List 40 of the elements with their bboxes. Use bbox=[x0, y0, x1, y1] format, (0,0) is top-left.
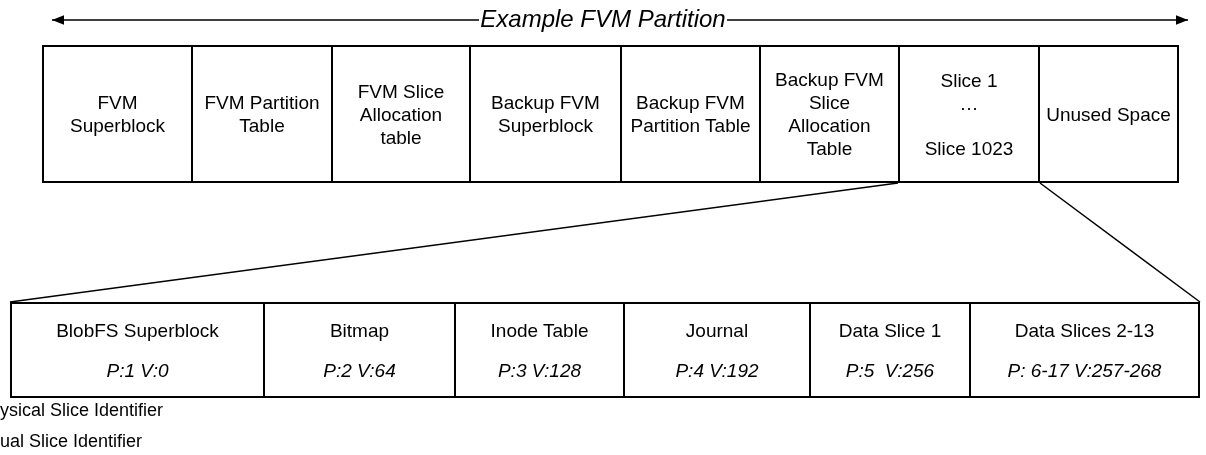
region-label: Slice 1023 bbox=[924, 136, 1014, 160]
partition-region bbox=[42, 45, 193, 183]
region-label: Inode Table bbox=[490, 318, 589, 342]
region-label: FVM Partition Table bbox=[203, 91, 321, 137]
region-label: Slice 1 bbox=[940, 68, 998, 92]
region-label: Data Slice 1 bbox=[838, 318, 942, 342]
region-label: Backup FVM Slice Allocation Table bbox=[774, 68, 885, 160]
slice-region bbox=[10, 302, 265, 398]
legend-note: ual Slice Identifier bbox=[0, 431, 143, 452]
ellipsis-label: … bbox=[959, 91, 979, 115]
partition-region bbox=[469, 45, 622, 183]
region-label: Unused Space bbox=[1046, 102, 1171, 126]
region-label: Journal bbox=[685, 318, 749, 342]
region-label: BlobFS Superblock bbox=[56, 318, 219, 342]
slice-id-label: P:5 V:256 bbox=[845, 358, 935, 382]
zoom-line bbox=[9, 182, 899, 303]
partition-region bbox=[620, 45, 761, 183]
slice-id-label: P:3 V:128 bbox=[497, 358, 582, 382]
region-label: FVM Superblock bbox=[68, 91, 167, 137]
zoom-line bbox=[1039, 182, 1201, 303]
partition-region bbox=[898, 45, 1040, 183]
region-label: Backup FVM Partition Table bbox=[629, 91, 752, 137]
partition-region bbox=[1038, 45, 1179, 183]
partition-region bbox=[331, 45, 471, 183]
slice-id-label: P:2 V:64 bbox=[323, 358, 396, 382]
partition-region bbox=[759, 45, 900, 183]
partition-region bbox=[191, 45, 333, 183]
region-label: FVM Slice Allocation table bbox=[356, 79, 446, 149]
slice-region bbox=[623, 302, 811, 398]
legend-note: ysical Slice Identifier bbox=[0, 400, 164, 421]
region-label: Backup FVM Superblock bbox=[490, 91, 601, 137]
slice-region bbox=[809, 302, 971, 398]
slice-id-label: P:1 V:0 bbox=[106, 358, 169, 382]
slice-region bbox=[969, 302, 1200, 398]
region-label: Data Slices 2-13 bbox=[1014, 318, 1155, 342]
slice-id-label: P: 6-17 V:257-268 bbox=[1007, 358, 1162, 382]
slice-id-label: P:4 V:192 bbox=[675, 358, 759, 382]
slice-region bbox=[263, 302, 456, 398]
slice-region bbox=[454, 302, 625, 398]
region-label: Bitmap bbox=[329, 318, 390, 342]
